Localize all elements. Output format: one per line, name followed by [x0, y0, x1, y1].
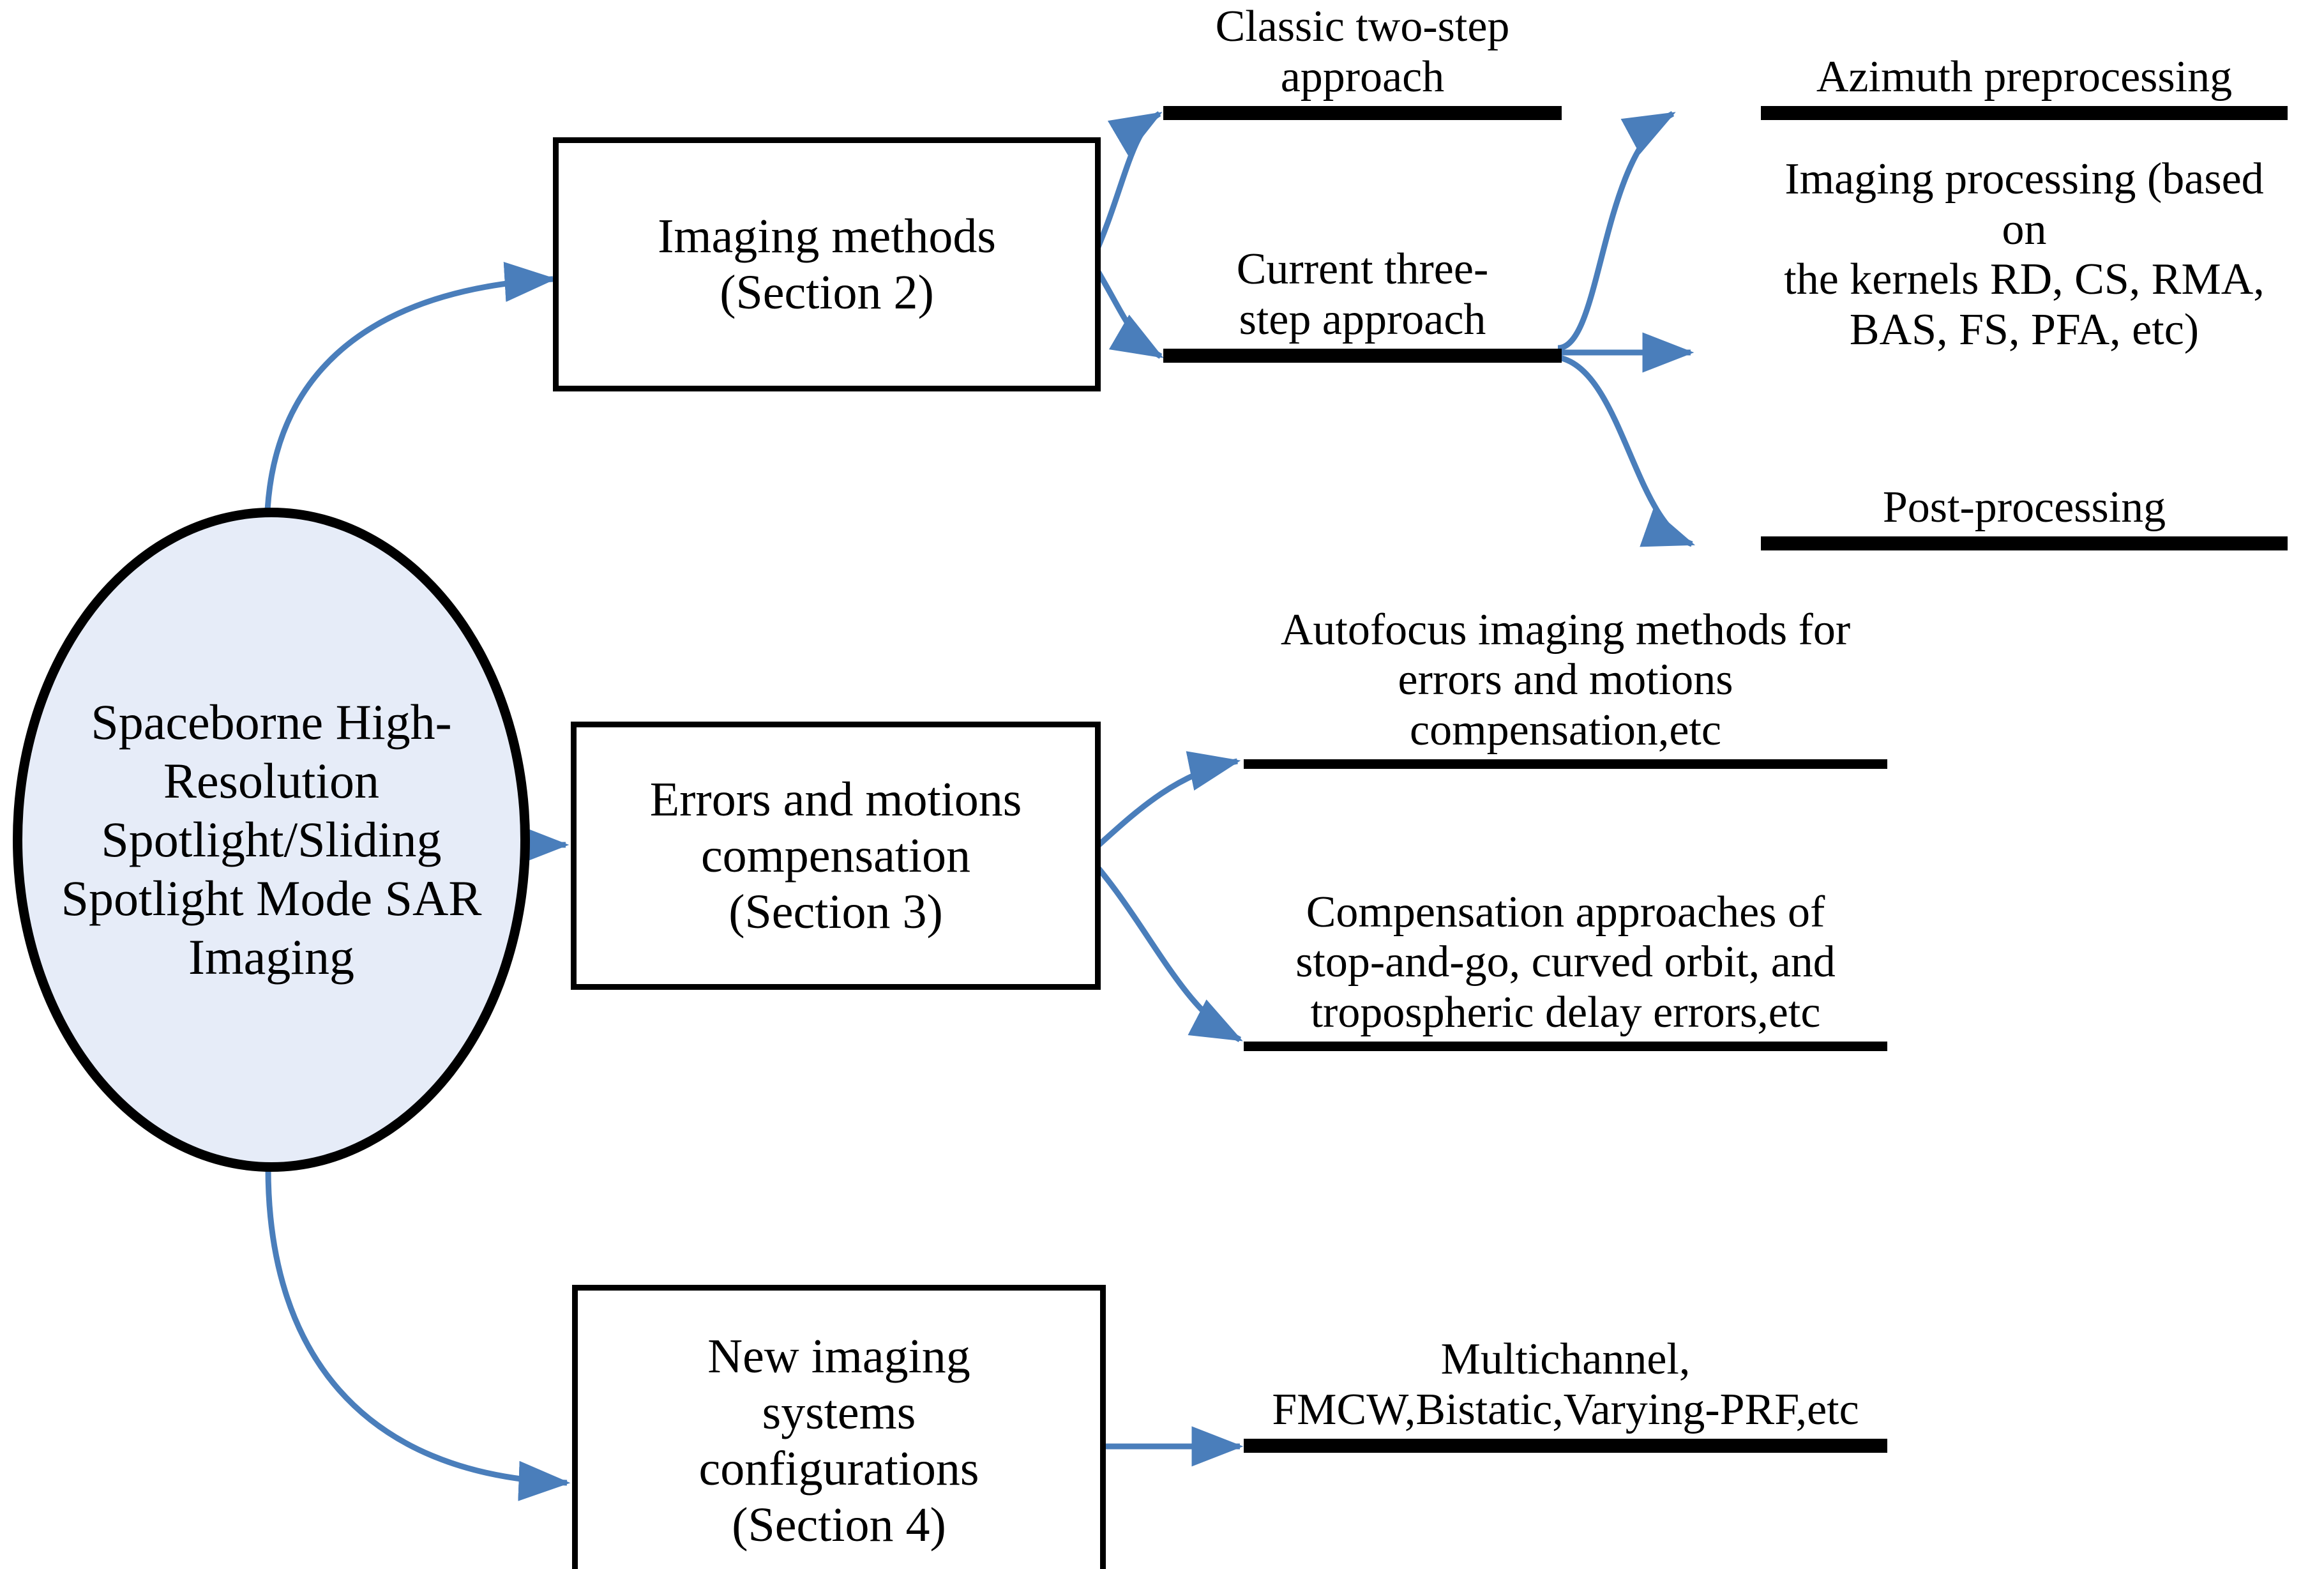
- leaf-underline-bar: [1244, 759, 1887, 769]
- connector-three-step-to-azimuth: [1557, 111, 1676, 351]
- leaf-underline-bar: [1761, 536, 2288, 550]
- connector-root-to-new-systems: [265, 1168, 571, 1501]
- section-box-new-systems-label: New imaging systems configurations (Sect…: [698, 1329, 979, 1552]
- leaf-imaging-processing[interactable]: Imaging processing (based on the kernels…: [1761, 155, 2288, 359]
- section-box-errors-motions-label: Errors and motions compensation (Section…: [649, 772, 1022, 939]
- leaf-compensation-approaches-label: Compensation approaches of stop-and-go, …: [1295, 888, 1836, 1037]
- connector-three-step-to-post-processing: [1558, 354, 1696, 547]
- leaf-underline-bar: [1244, 1042, 1887, 1051]
- leaf-post-processing[interactable]: Post-processing: [1761, 480, 2288, 550]
- leaf-classic-two-step[interactable]: Classic two-step approach: [1163, 0, 1562, 120]
- section-box-imaging-methods[interactable]: Imaging methods (Section 2): [553, 137, 1101, 391]
- leaf-compensation-approaches[interactable]: Compensation approaches of stop-and-go, …: [1244, 888, 1887, 1051]
- section-box-new-systems[interactable]: New imaging systems configurations (Sect…: [572, 1285, 1106, 1569]
- leaf-underline-bar: [1163, 106, 1562, 120]
- leaf-underline-bar: [1761, 106, 2288, 120]
- leaf-autofocus-methods[interactable]: Autofocus imaging methods for errors and…: [1244, 605, 1887, 769]
- leaf-underline-bar: [1244, 1439, 1887, 1453]
- leaf-post-processing-label: Post-processing: [1882, 482, 2166, 532]
- section-box-imaging-methods-label: Imaging methods (Section 2): [658, 209, 996, 319]
- leaf-classic-two-step-label: Classic two-step approach: [1215, 2, 1510, 102]
- root-node-label: Spaceborne High-Resolution Spotlight/Sli…: [61, 694, 482, 985]
- leaf-current-three-step[interactable]: Current three- step approach: [1163, 243, 1562, 363]
- leaf-current-three-step-label: Current three- step approach: [1236, 245, 1489, 344]
- connector-errors-to-autofocus: [1088, 751, 1241, 855]
- section-box-errors-motions[interactable]: Errors and motions compensation (Section…: [571, 722, 1101, 990]
- ellipse-shape: [13, 508, 530, 1172]
- leaf-underline-bar: [1163, 349, 1562, 363]
- leaf-multichannel-systems-label: Multichannel, FMCW,Bistatic,Varying-PRF,…: [1272, 1335, 1859, 1434]
- leaf-autofocus-methods-label: Autofocus imaging methods for errors and…: [1280, 605, 1851, 755]
- root-node-ellipse[interactable]: Spaceborne High-Resolution Spotlight/Sli…: [13, 508, 530, 1172]
- leaf-azimuth-preprocessing[interactable]: Azimuth preprocessing: [1761, 50, 2288, 120]
- leaf-imaging-processing-label: Imaging processing (based on the kernels…: [1784, 155, 2265, 354]
- connector-imaging-methods-to-three-step: [1090, 261, 1164, 359]
- leaf-multichannel-systems[interactable]: Multichannel, FMCW,Bistatic,Varying-PRF,…: [1244, 1335, 1887, 1453]
- connector-imaging-methods-to-classic: [1090, 111, 1163, 260]
- connector-errors-to-compensation: [1088, 857, 1243, 1042]
- leaf-azimuth-preprocessing-label: Azimuth preprocessing: [1816, 52, 2233, 102]
- connector-root-to-imaging-methods: [264, 262, 557, 532]
